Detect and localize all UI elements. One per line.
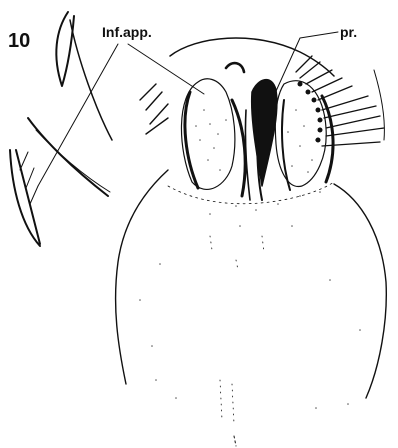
- inferior-appendage-left-edge: [185, 92, 198, 188]
- left-bottom-appendage: [10, 150, 40, 246]
- left-lower-limb-inner: [36, 130, 110, 192]
- pr-leader: [272, 32, 338, 100]
- label-pr: pr.: [340, 24, 357, 40]
- process-pr: [252, 80, 277, 186]
- central-divide: [245, 110, 250, 200]
- left-appendage-tip: [226, 63, 244, 72]
- left-lower-limb: [28, 118, 108, 196]
- stipple-shading: [139, 109, 361, 409]
- left-setae: [140, 84, 168, 134]
- body-stipple-lines: [210, 236, 264, 424]
- inf-app-leader-left: [38, 44, 118, 186]
- setae-sockets: [298, 82, 323, 143]
- body-base: [168, 182, 334, 204]
- bottom-mark: [234, 436, 236, 446]
- label-inferior-appendage: Inf.app.: [102, 24, 152, 40]
- figure-number: 10: [8, 30, 30, 53]
- body-outline-left: [116, 170, 168, 384]
- right-setae: [296, 56, 384, 146]
- body-outline-right: [334, 184, 386, 398]
- inferior-appendage-left-inner: [232, 100, 245, 196]
- right-lobe-inner: [282, 100, 290, 190]
